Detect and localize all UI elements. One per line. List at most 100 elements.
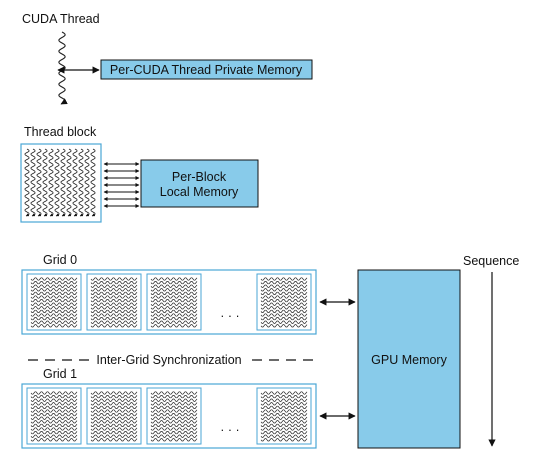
thread-squiggle [30,148,36,217]
thread-squiggle [90,148,96,217]
thread-squiggle [48,148,54,217]
thread-squiggle [60,148,66,217]
mini-thread-squiggle [90,299,138,303]
mini-thread-squiggle [150,320,198,324]
mini-thread-squiggle [260,317,308,321]
mini-thread-squiggle [150,299,198,303]
mini-thread-squiggle [150,420,198,424]
mini-thread-squiggle [150,431,198,435]
mini-thread-squiggle [90,302,138,306]
mini-thread-squiggle [150,413,198,417]
mini-thread-squiggle [90,295,138,299]
per-block-memory-label-line1: Per-Block [172,170,227,184]
mini-thread-squiggle [150,402,198,406]
mini-thread-squiggle [260,291,308,295]
mini-thread-squiggle [150,324,198,328]
mini-thread-squiggle [90,402,138,406]
mini-thread-squiggle [150,391,198,395]
mini-thread-squiggle [90,434,138,438]
mini-thread-squiggle [150,416,198,420]
mini-thread-squiggle [30,291,78,295]
mini-thread-squiggle [30,313,78,317]
mini-thread-squiggle [90,413,138,417]
mini-thread-squiggle [260,277,308,281]
mini-thread-squiggle [260,438,308,442]
thread-squiggle [42,148,48,217]
mini-thread-squiggle [260,434,308,438]
mini-thread-squiggle [150,427,198,431]
mini-thread-squiggle [260,405,308,409]
thread-squiggle [36,148,42,217]
mini-thread-squiggle [260,413,308,417]
grid-1-ellipsis: · · · [220,423,239,437]
mini-thread-squiggle [150,405,198,409]
per-thread-private-memory-label: Per-CUDA Thread Private Memory [110,63,303,77]
mini-thread-squiggle [30,413,78,417]
mini-thread-squiggle [90,309,138,313]
inter-grid-sync-label: Inter-Grid Synchronization [96,353,241,367]
mini-thread-squiggle [150,288,198,292]
mini-thread-squiggle [90,288,138,292]
mini-thread-squiggle [90,420,138,424]
mini-thread-squiggle [260,324,308,328]
mini-thread-squiggle [150,313,198,317]
mini-thread-squiggle [150,438,198,442]
mini-thread-squiggle [30,431,78,435]
mini-thread-squiggle [30,324,78,328]
mini-thread-squiggle [260,284,308,288]
mini-thread-squiggle [150,302,198,306]
gpu-memory-box [357,269,461,449]
grid-1-blocks [26,387,312,445]
grid-0-label: Grid 0 [43,253,78,267]
mini-thread-squiggle [30,284,78,288]
cuda-thread-squiggle [58,31,68,105]
mini-thread-squiggle [90,431,138,435]
grid-0-blocks [26,273,312,331]
mini-thread-squiggle [90,423,138,427]
gpu-memory-label: GPU Memory [371,353,447,367]
mini-thread-squiggle [150,295,198,299]
mini-thread-squiggle [150,409,198,413]
mini-thread-squiggle [260,288,308,292]
mini-thread-squiggle [90,391,138,395]
mini-thread-squiggle [150,309,198,313]
mini-thread-squiggle [260,306,308,310]
mini-thread-squiggle [90,324,138,328]
thread-block-threads [24,148,96,217]
mini-thread-squiggle [90,317,138,321]
mini-thread-squiggle [260,431,308,435]
mini-thread-squiggle [30,277,78,281]
mini-thread-squiggle [260,313,308,317]
mini-thread-squiggle [30,438,78,442]
grid-1-label: Grid 1 [43,367,78,381]
mini-thread-squiggle [150,423,198,427]
mini-thread-squiggle [260,281,308,285]
mini-thread-squiggle [90,306,138,310]
mini-thread-squiggle [260,409,308,413]
mini-thread-squiggle [30,309,78,313]
mini-thread-squiggle [260,309,308,313]
thread-squiggle [66,148,72,217]
thread-squiggle [24,148,30,217]
mini-thread-squiggle [90,281,138,285]
mini-thread-squiggle [90,438,138,442]
mini-thread-squiggle [30,317,78,321]
mini-thread-squiggle [90,427,138,431]
mini-thread-squiggle [90,409,138,413]
mini-thread-squiggle [150,291,198,295]
mini-thread-squiggle [150,284,198,288]
mini-thread-squiggle [260,299,308,303]
mini-thread-squiggle [30,391,78,395]
mini-thread-squiggle [90,284,138,288]
mini-thread-squiggle [30,405,78,409]
mini-thread-squiggle [30,281,78,285]
mini-thread-squiggle [150,398,198,402]
mini-thread-squiggle [150,317,198,321]
mini-thread-squiggle [90,320,138,324]
grid-0-ellipsis: · · · [220,309,239,323]
mini-thread-squiggle [260,320,308,324]
mini-thread-squiggle [30,299,78,303]
mini-thread-squiggle [260,398,308,402]
mini-thread-squiggle [260,420,308,424]
